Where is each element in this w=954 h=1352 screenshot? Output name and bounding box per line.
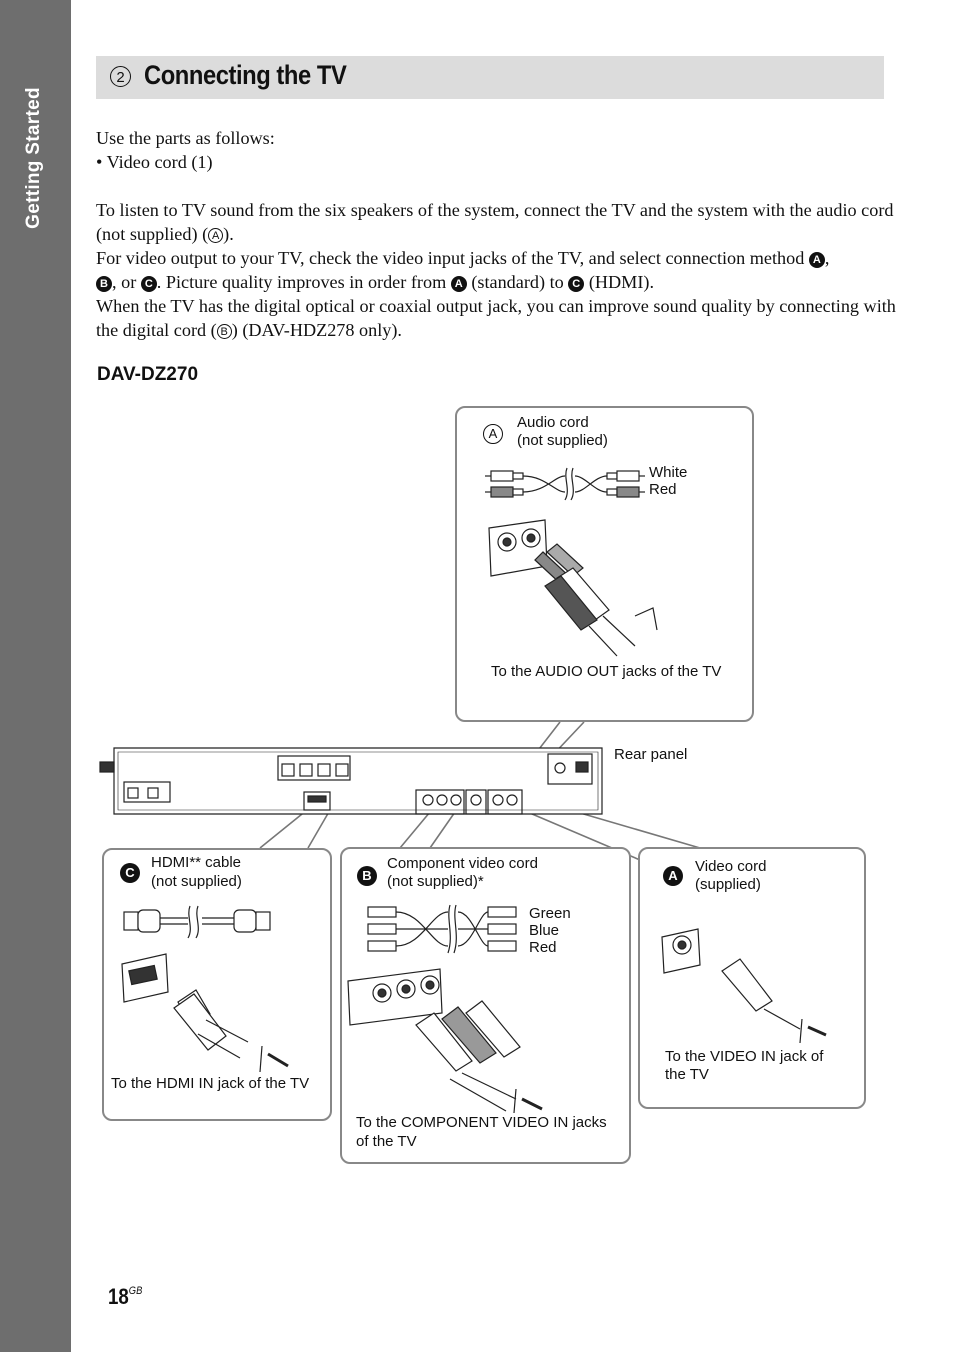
paragraph-video: For video output to your TV, check the v… xyxy=(96,248,830,292)
audio-cord-subtitle: (not supplied) xyxy=(517,432,608,449)
letter-b-icon: B xyxy=(96,276,112,292)
letter-a-outline-icon: A xyxy=(208,228,224,243)
video-caption-line2: the TV xyxy=(665,1066,709,1083)
component-cord-subtitle: (not supplied)* xyxy=(387,873,484,890)
hdmi-cable-panel: C HDMI** cable (not supplied) To the HDM… xyxy=(102,848,332,1121)
letter-c-icon: C xyxy=(568,276,585,292)
intro-item: • Video cord (1) xyxy=(96,152,213,172)
model-heading: DAV-DZ270 xyxy=(97,364,199,385)
video-caption-line1: To the VIDEO IN jack of xyxy=(665,1048,824,1065)
letter-b-icon: B xyxy=(357,866,377,886)
letter-a-icon: A xyxy=(663,866,683,886)
video-cord-title: Video cord xyxy=(695,858,767,875)
component-cord-icon xyxy=(367,904,517,954)
letter-c-icon: C xyxy=(140,276,157,292)
letter-c-icon: C xyxy=(120,863,140,883)
step-number: 2 xyxy=(110,66,131,87)
hdmi-jack-diagram xyxy=(121,953,289,1073)
paragraph-digital: When the TV has the digital optical or c… xyxy=(96,296,896,340)
audio-cord-icon xyxy=(485,467,645,501)
hdmi-caption: To the HDMI IN jack of the TV xyxy=(111,1075,310,1092)
rear-panel-label: Rear panel xyxy=(614,746,688,763)
audio-caption: To the AUDIO OUT jacks of the TV xyxy=(491,663,722,680)
hdmi-cable-icon xyxy=(123,905,271,939)
audio-cord-title: Audio cord xyxy=(517,414,589,431)
white-label: White xyxy=(649,464,688,481)
video-jack-diagram xyxy=(661,928,827,1044)
video-cord-panel: A Video cord (supplied) To the VIDEO IN … xyxy=(638,847,866,1109)
letter-a-outline-icon: A xyxy=(483,424,503,444)
rear-panel-diagram xyxy=(99,747,603,815)
component-caption-line1: To the COMPONENT VIDEO IN jacks xyxy=(356,1114,607,1131)
letter-a-icon: A xyxy=(808,252,825,268)
blue-label: Blue xyxy=(529,922,560,939)
body-text: Use the parts as follows: • Video cord (… xyxy=(96,126,896,342)
component-cord-title: Component video cord xyxy=(387,855,538,872)
component-caption-line2: of the TV xyxy=(356,1133,417,1150)
green-label: Green xyxy=(529,905,571,922)
hdmi-cable-subtitle: (not supplied) xyxy=(151,873,242,890)
letter-a-icon: A xyxy=(450,276,467,292)
audio-jack-diagram xyxy=(488,519,658,657)
page-number: 18GB xyxy=(108,1284,143,1309)
sidebar-tab: Getting Started xyxy=(0,0,71,1352)
hdmi-cable-title: HDMI** cable xyxy=(151,854,242,871)
letter-b-outline-icon: B xyxy=(216,324,232,339)
page-title: Connecting the TV xyxy=(144,60,347,90)
red-label: Red xyxy=(649,481,677,498)
video-cord-subtitle: (supplied) xyxy=(695,876,761,893)
component-cord-panel: B Component video cord (not supplied)* G… xyxy=(340,847,631,1164)
component-jack-diagram xyxy=(347,968,543,1114)
audio-cord-panel: A Audio cord (not supplied) White Red xyxy=(455,406,754,722)
intro-line: Use the parts as follows: xyxy=(96,128,275,148)
red-label: Red xyxy=(529,939,557,956)
section-heading: 2 Connecting the TV xyxy=(96,56,884,99)
paragraph-audio: To listen to TV sound from the six speak… xyxy=(96,200,894,244)
